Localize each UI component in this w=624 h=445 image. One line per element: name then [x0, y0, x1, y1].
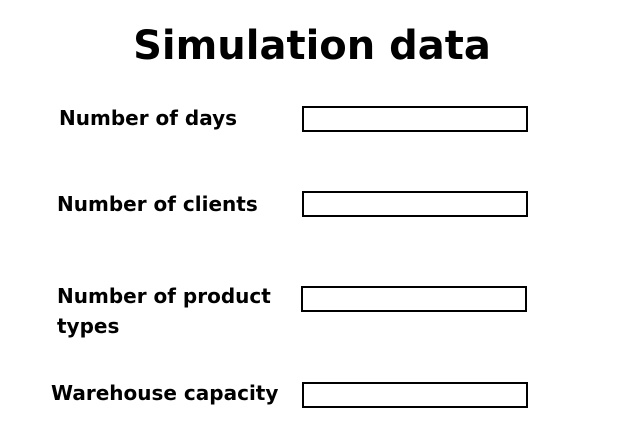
number-of-clients-input[interactable]: [302, 191, 528, 217]
number-of-days-label: Number of days: [59, 106, 238, 130]
number-of-product-types-label-line2: types: [57, 314, 120, 338]
number-of-product-types-label: Number of product types: [57, 281, 271, 341]
warehouse-capacity-label: Warehouse capacity: [51, 381, 279, 405]
warehouse-capacity-input[interactable]: [302, 382, 528, 408]
number-of-product-types-input[interactable]: [301, 286, 527, 312]
number-of-days-input[interactable]: [302, 106, 528, 132]
number-of-product-types-label-line1: Number of product: [57, 284, 271, 308]
page-title: Simulation data: [133, 23, 491, 69]
number-of-clients-label: Number of clients: [57, 192, 258, 216]
